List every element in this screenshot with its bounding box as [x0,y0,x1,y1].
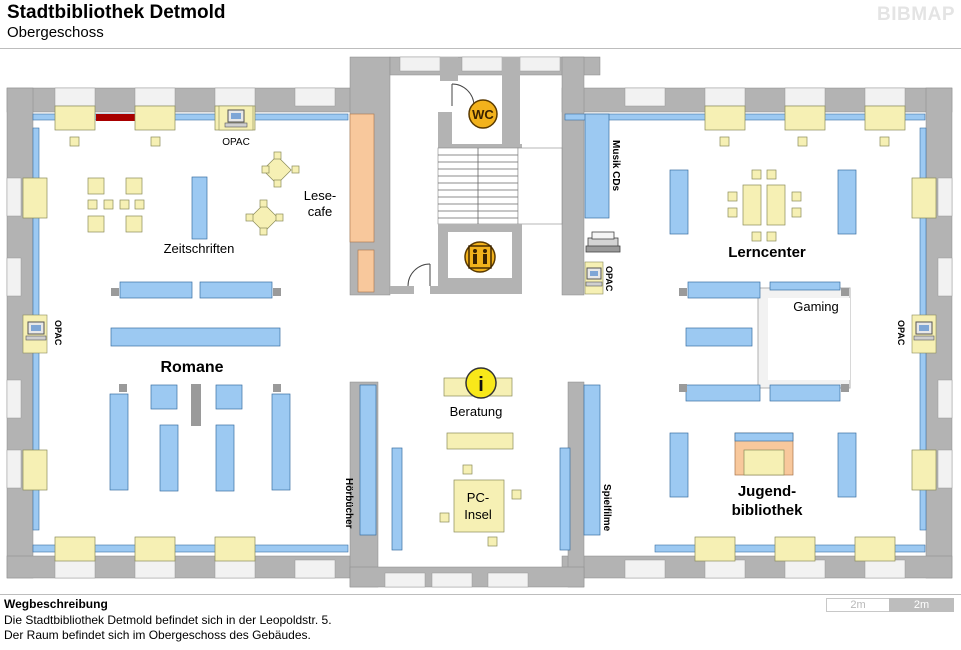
cafe-tables [245,151,300,236]
label-opac-right: OPAC [896,320,906,346]
label-opac-left: OPAC [53,320,63,346]
stairwell [390,57,563,294]
shelf-posts [111,288,849,426]
wc-icon[interactable]: WC [468,99,498,129]
printer-icon[interactable] [585,231,621,253]
label-musik-cds: Musik CDs [610,140,621,192]
computer-icon[interactable] [584,261,604,295]
elevator-icon[interactable] [464,241,496,273]
label-opac-center: OPAC [604,266,614,292]
page-title: Stadtbibliothek Detmold [7,2,226,23]
footer-line-1: Die Stadtbibliothek Detmold befindet sic… [4,613,332,627]
header-divider [0,48,961,49]
bibmap-logo: BIBMAP [877,4,955,25]
computer-icon[interactable] [911,314,937,354]
label-jugend-1: Jugend- [738,483,796,500]
cafe-counter [349,113,375,293]
label-hoerbuecher: Hörbücher [343,478,354,529]
label-lesecafe-1: Lese- [304,188,337,203]
label-lesecafe-2: cafe [308,204,333,219]
label-lerncenter: Lerncenter [728,244,806,261]
computer-icon[interactable] [218,105,254,131]
scale-bar-right: 2m [889,598,954,612]
footer-divider [0,594,961,595]
label-beratung: Beratung [450,404,503,419]
info-glyph: i [478,374,484,396]
footer-heading: Wegbeschreibung [4,597,108,611]
label-pcinsel-2: Insel [464,507,492,522]
label-zeitschriften: Zeitschriften [164,241,235,256]
wc-label: WC [472,107,494,122]
label-romane: Romane [160,359,223,376]
gaming-area [757,287,851,389]
label-jugend-2: bibliothek [732,502,803,519]
shelves [109,113,857,551]
label-spielfilme: Spielfilme [601,484,612,532]
computer-icon[interactable] [22,314,48,354]
label-pcinsel-1: PC- [467,490,489,505]
floor-plan: WC [6,56,953,588]
page-subtitle: Obergeschoss [7,24,104,41]
jugend-counter [734,432,794,476]
info-icon[interactable]: i [465,367,497,399]
label-opac-top: OPAC [222,137,250,148]
windows [6,56,953,588]
scale-bar-left: 2m [826,598,890,612]
label-gaming: Gaming [793,299,839,314]
red-marker [96,114,136,121]
footer-line-2: Der Raum befindet sich im Obergeschoss d… [4,628,311,642]
tables [22,105,937,562]
